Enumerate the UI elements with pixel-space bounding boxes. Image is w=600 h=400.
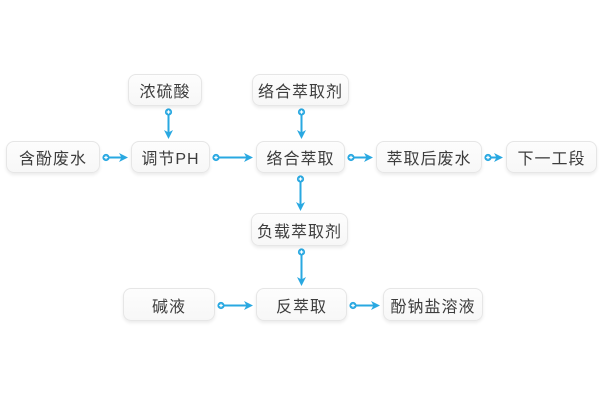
port-plus-icon xyxy=(351,303,355,308)
edge-concentrated-sulfuric-acid-to-adjust-ph xyxy=(164,108,173,139)
port-icon xyxy=(164,108,173,116)
arrowhead-icon xyxy=(297,277,306,286)
port-icon xyxy=(484,153,492,162)
port-plus-icon xyxy=(299,110,304,114)
port-icon xyxy=(296,175,305,183)
edge-phenolic-wastewater-to-adjust-ph xyxy=(102,153,128,162)
node-alkali-solution: 碱液 xyxy=(123,288,215,321)
edge-complexing-extractant-to-complexing-extraction xyxy=(297,108,306,139)
edge-back-extraction-to-sodium-phenolate-solution xyxy=(349,301,380,310)
port-plus-icon xyxy=(299,250,304,254)
node-label: 碱液 xyxy=(151,298,186,316)
node-concentrated-sulfuric-acid: 浓硫酸 xyxy=(128,74,202,106)
node-back-extraction: 反萃取 xyxy=(256,288,347,321)
node-label: 络合萃取剂 xyxy=(257,84,343,101)
arrowhead-icon xyxy=(164,130,173,139)
node-label: 反萃取 xyxy=(275,298,327,316)
edge-wastewater-after-extraction-to-next-stage xyxy=(484,153,503,162)
edge-alkali-solution-to-back-extraction xyxy=(217,301,253,310)
node-loaded-extractant: 负载萃取剂 xyxy=(251,213,348,246)
edge-loaded-extractant-to-back-extraction xyxy=(297,248,306,286)
port-icon xyxy=(217,301,225,310)
port-plus-icon xyxy=(486,155,490,160)
node-label: 下一工段 xyxy=(517,151,586,168)
port-plus-icon xyxy=(166,110,171,114)
node-complexing-extractant: 络合萃取剂 xyxy=(252,74,349,106)
node-next-stage: 下一工段 xyxy=(506,141,597,173)
port-icon xyxy=(297,108,306,116)
arrowhead-icon xyxy=(364,153,373,162)
port-icon xyxy=(349,301,357,310)
node-adjust-ph: 调节PH xyxy=(131,141,210,173)
port-plus-icon xyxy=(104,155,108,160)
port-plus-icon xyxy=(214,155,218,160)
node-label: 含酚废水 xyxy=(18,151,87,168)
node-label: 酚钠盐溶液 xyxy=(390,298,476,316)
port-plus-icon xyxy=(219,303,223,308)
node-sodium-phenolate-solution: 酚钠盐溶液 xyxy=(383,288,483,321)
edge-complexing-extraction-to-wastewater-after-extraction xyxy=(347,153,373,162)
node-wastewater-after-extraction: 萃取后废水 xyxy=(376,141,482,173)
edge-adjust-ph-to-complexing-extraction xyxy=(212,153,253,162)
port-plus-icon xyxy=(349,155,353,160)
node-label: 萃取后废水 xyxy=(386,151,472,168)
port-icon xyxy=(347,153,355,162)
node-label: 负载萃取剂 xyxy=(256,223,342,241)
port-icon xyxy=(297,248,306,256)
node-label: 调节PH xyxy=(141,151,200,168)
port-icon xyxy=(212,153,220,162)
arrowhead-icon xyxy=(296,202,305,211)
node-phenolic-wastewater: 含酚废水 xyxy=(6,141,100,173)
arrowhead-icon xyxy=(244,301,253,310)
node-label: 浓硫酸 xyxy=(139,84,191,101)
arrowhead-icon xyxy=(297,130,306,139)
port-icon xyxy=(102,153,110,162)
arrowhead-icon xyxy=(371,301,380,310)
arrowhead-icon xyxy=(119,153,128,162)
node-complexing-extraction: 络合萃取 xyxy=(256,141,345,173)
arrowhead-icon xyxy=(494,153,503,162)
arrowhead-icon xyxy=(244,153,253,162)
port-plus-icon xyxy=(298,177,303,181)
node-label: 络合萃取 xyxy=(266,151,335,168)
edge-complexing-extraction-to-loaded-extractant xyxy=(296,175,305,211)
